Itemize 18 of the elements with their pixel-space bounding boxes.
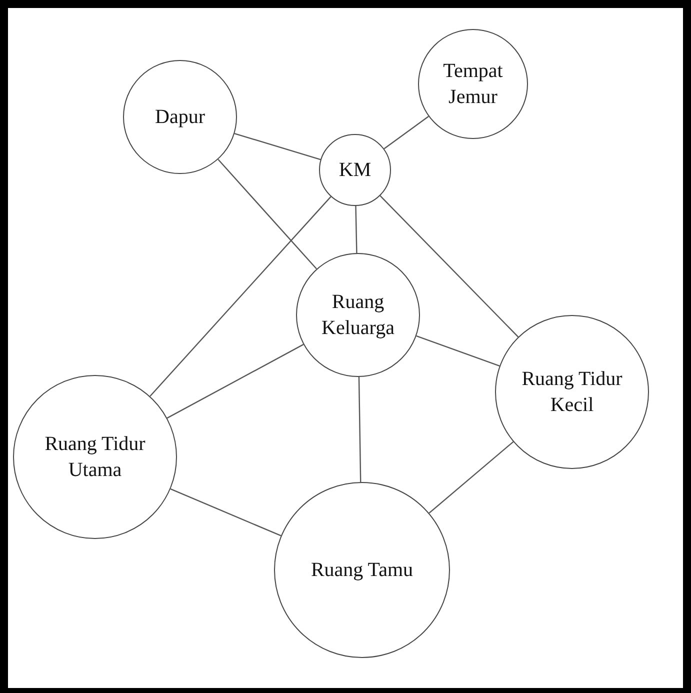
connector-line	[150, 196, 332, 397]
room-label: Dapur	[155, 105, 205, 130]
room-label: Ruang Tidur Kecil	[520, 367, 624, 418]
connector-line	[358, 376, 362, 482]
connector-line	[166, 344, 304, 419]
connector-line	[170, 488, 282, 536]
room-label: KM	[338, 158, 372, 183]
connector-line	[380, 195, 519, 338]
connector-line	[384, 116, 429, 150]
room-label: Ruang Keluarga	[320, 290, 396, 341]
connector-line	[234, 132, 321, 160]
room-label: Ruang Tidur Utama	[44, 432, 146, 483]
room-label: Ruang Tamu	[310, 558, 414, 583]
connector-line	[416, 335, 500, 366]
connector-line	[218, 158, 317, 270]
connector-line	[428, 441, 514, 514]
connector-line	[355, 206, 358, 254]
room-label: Tempat Jemur	[442, 59, 504, 110]
